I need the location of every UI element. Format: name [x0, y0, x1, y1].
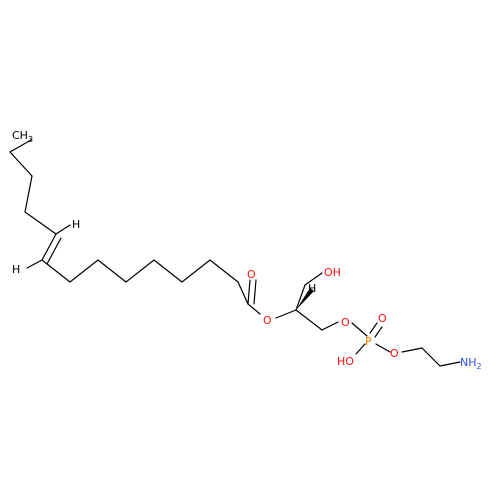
label-ch3: CH3: [12, 129, 33, 144]
bond-o-ester-ca: [275, 309, 297, 319]
bond-ce2-n: [439, 361, 461, 367]
wedge-bond-stereo-h: [296, 288, 314, 310]
bond-c13-c14: [237, 281, 249, 305]
bond-ca-cc: [295, 309, 323, 331]
bond-c5-h: [55, 224, 71, 235]
label-h-stereo: H: [308, 282, 316, 295]
bond-c5-c6-double-b: [46, 237, 62, 265]
bond-ch3-c2: [9, 139, 32, 153]
bond-c14-o-double-a: [247, 279, 251, 305]
bond-ce1-ce2: [421, 347, 441, 367]
bond-c10-c11: [153, 259, 183, 283]
bond-p-o-double-b: [374, 326, 383, 338]
bond-cc-o: [321, 321, 339, 331]
bond-c5-c6-double-a: [41, 233, 57, 261]
label-o-phosphate-ester: O: [390, 347, 399, 360]
bond-c3-c4: [24, 175, 33, 213]
label-ho-phosphate: HO: [337, 355, 354, 368]
bond-p-o-ester: [375, 343, 391, 353]
label-o-ester: O: [263, 314, 272, 327]
label-p: P: [365, 335, 372, 348]
label-oh-glycerol: OH: [324, 266, 341, 279]
label-o-phosphoryl: O: [378, 312, 387, 325]
bond-c7-c8: [69, 259, 99, 283]
bond-p-oh: [355, 343, 366, 355]
bond-c11-c12: [181, 259, 211, 283]
bond-c4-c5: [24, 211, 57, 235]
bond-c8-c9: [97, 259, 127, 283]
bond-c6-c7: [41, 259, 71, 283]
bond-c6-h: [26, 259, 43, 269]
bond-c2-c3: [9, 151, 33, 177]
bond-c14-o-double-b: [253, 279, 257, 305]
bond-skeleton: [9, 139, 461, 367]
bond-o-p: [351, 322, 368, 337]
bond-p-o-double-a: [369, 322, 378, 334]
bond-o-ce1: [401, 347, 423, 353]
bond-c9-c10: [125, 259, 155, 283]
label-o-carbonyl: O: [247, 268, 256, 281]
bond-c14-o-ester: [247, 303, 261, 315]
bond-cb-oh: [304, 272, 323, 286]
bond-c12-c13: [209, 259, 239, 283]
label-h-alkene-top: H: [72, 218, 80, 231]
label-nh2: NH2: [460, 356, 482, 371]
atom-labels: CH3 H H O O H OH O P O HO O NH2: [12, 129, 482, 371]
label-o-phosphate-link: O: [341, 316, 350, 329]
label-h-alkene-left: H: [12, 263, 20, 276]
bond-ca-cb: [295, 284, 306, 311]
